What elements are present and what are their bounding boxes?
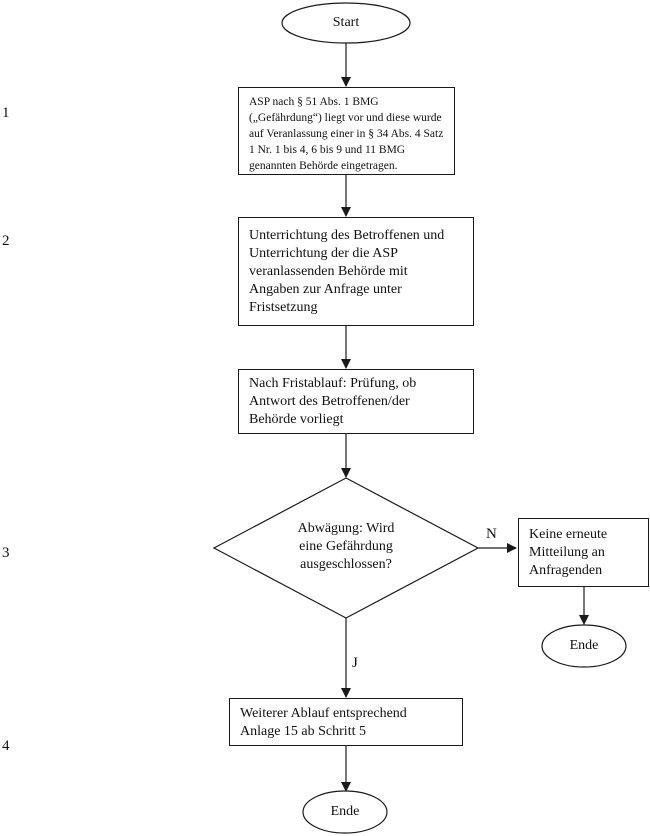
no-branch-label: N [486, 526, 497, 542]
box4-line: Anlage 15 ab Schritt 5 [240, 724, 366, 739]
decision-line: Abwägung: Wird [297, 521, 395, 536]
box2-line: Angaben zur Anfrage unter [249, 282, 402, 297]
box1-line: ASP nach § 51 Abs. 1 BMG [249, 96, 379, 108]
decision-line: ausgeschlossen? [300, 557, 392, 572]
process-box-notification: Unterrichtung des Betroffenen und Unterr… [238, 217, 474, 326]
process-box-asp-check: ASP nach § 51 Abs. 1 BMG („Gefährdung“) … [238, 87, 455, 175]
step-number-2: 2 [2, 233, 10, 249]
process-box-no-notification: Keine erneute Mitteilung an Anfragenden [518, 518, 649, 587]
box2-line: Unterrichtung des Betroffenen und [249, 228, 445, 243]
box1-line: („Gefährdung“) liegt vor und diese wurde [249, 112, 442, 124]
process-box-deadline-check: Nach Fristablauf: Prüfung, ob Antwort de… [238, 369, 474, 434]
end-terminal-bottom [302, 790, 388, 834]
end-right-label: Ende [569, 638, 599, 653]
box1-line: 1 Nr. 1 bis 4, 6 bis 9 und 11 BMG [249, 144, 406, 156]
box1-line: auf Veranlassung einer in § 34 Abs. 4 Sa… [249, 128, 444, 140]
box2-line: Fristsetzung [249, 300, 318, 315]
box1-line: genannten Behörde eingetragen. [249, 160, 398, 172]
start-label: Start [332, 15, 360, 30]
decision-label: Abwägung: Wird eine Gefährdung ausgeschl… [266, 520, 426, 574]
step-number-3: 3 [2, 545, 10, 561]
box4-line: Weiterer Ablauf entsprechend [240, 706, 407, 721]
process-box-further-steps: Weiterer Ablauf entsprechend Anlage 15 a… [229, 698, 463, 746]
yes-branch-label: J [352, 655, 358, 671]
nobox-line: Keine erneute [529, 527, 608, 542]
box2-line: veranlassenden Behörde mit [249, 264, 408, 279]
step-number-4: 4 [2, 738, 10, 754]
nobox-line: Anfragenden [529, 563, 603, 578]
box3-line: Nach Fristablauf: Prüfung, ob [249, 376, 417, 391]
end-bottom-label: Ende [330, 804, 360, 819]
nobox-line: Mitteilung an [529, 545, 605, 560]
end-terminal-right [541, 624, 627, 668]
box2-line: Unterrichtung der die ASP [249, 246, 398, 261]
decision-line: eine Gefährdung [299, 539, 393, 554]
box3-line: Behörde vorliegt [249, 412, 344, 427]
step-number-1: 1 [2, 105, 10, 121]
box3-line: Antwort des Betroffenen/der [249, 394, 410, 409]
